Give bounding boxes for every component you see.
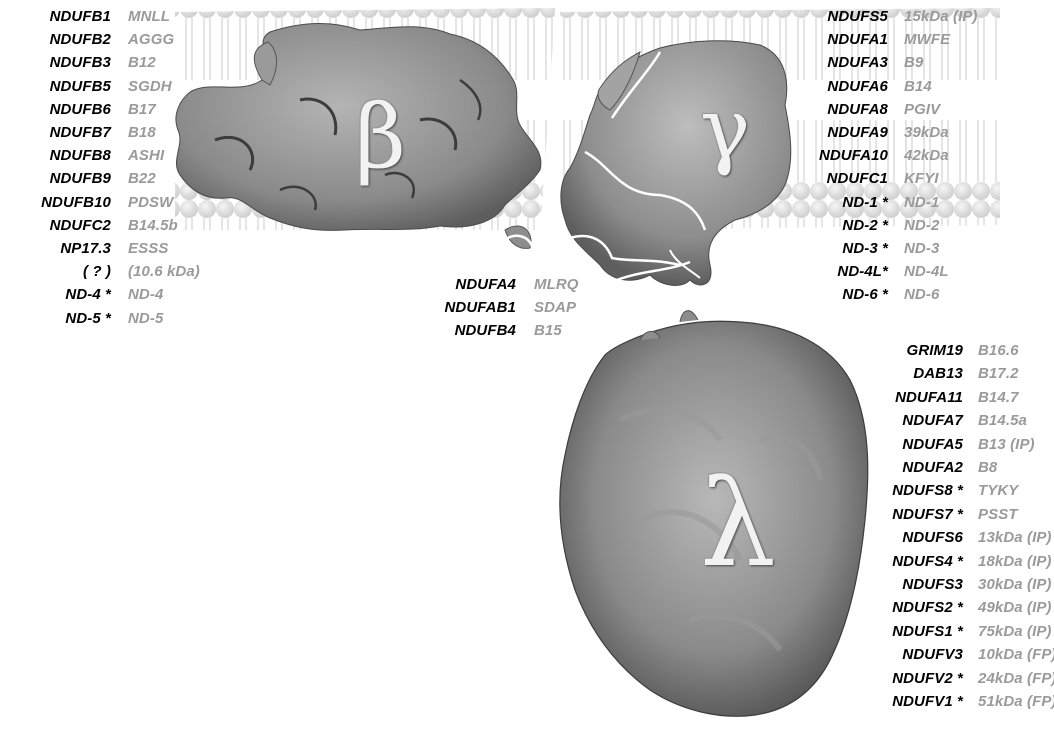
subunit-alias-label: B18 xyxy=(128,124,156,141)
subunit-gene-label: NDUFB10 xyxy=(41,194,111,211)
subunit-alias-label: 42kDa xyxy=(904,147,949,164)
subunit-alias-label: B12 xyxy=(128,54,156,71)
subunit-alias-label: 49kDa (IP) xyxy=(978,599,1052,616)
subunit-alias-label: B17.2 xyxy=(978,365,1019,382)
subunit-gene-label: NDUFC1 xyxy=(827,170,888,187)
subunit-gene-label: NDUFA7 xyxy=(902,412,963,429)
subunit-alias-label: PSST xyxy=(978,506,1018,523)
subunit-alias-label: ND-6 xyxy=(904,286,939,303)
subunit-alias-label: 13kDa (IP) xyxy=(978,529,1052,546)
subunit-alias-label: SGDH xyxy=(128,78,172,95)
subunit-alias-label: 15kDa (IP) xyxy=(904,8,978,25)
subunit-alias-label: B13 (IP) xyxy=(978,436,1035,453)
subunit-alias-label: ND-4 xyxy=(128,286,163,303)
subunit-gene-label: NDUFB7 xyxy=(50,124,111,141)
subunit-gene-label: NDUFV3 xyxy=(902,646,963,663)
subunit-gene-label: NDUFV2 * xyxy=(892,670,963,687)
subunit-alias-label: (10.6 kDa) xyxy=(128,263,200,280)
subunit-alias-label: 24kDa (FP) xyxy=(978,670,1054,687)
subunit-alias-label: ND-2 xyxy=(904,217,939,234)
subunit-gene-label: NDUFS1 * xyxy=(892,623,963,640)
subunit-gene-label: ND-3 * xyxy=(842,240,888,257)
subunit-gene-label: NDUFB4 xyxy=(455,322,516,339)
subunit-alias-label: PGIV xyxy=(904,101,940,118)
subunit-alias-label: KFYI xyxy=(904,170,939,187)
subunit-gene-label: NDUFS7 * xyxy=(892,506,963,523)
subunit-gene-label: NDUFS5 xyxy=(827,8,888,25)
subunit-gene-label: NDUFA5 xyxy=(902,436,963,453)
subunit-alias-label: ASHI xyxy=(128,147,164,164)
subunit-alias-label: B17 xyxy=(128,101,156,118)
subunit-alias-label: 30kDa (IP) xyxy=(978,576,1052,593)
subunit-gene-label: GRIM19 xyxy=(907,342,963,359)
subunit-gene-label: NDUFB1 xyxy=(50,8,111,25)
subunit-gene-label: ND-6 * xyxy=(842,286,888,303)
subunit-gene-label: NDUFA3 xyxy=(827,54,888,71)
subunit-gene-label: NDUFA1 xyxy=(827,31,888,48)
subunit-gene-label: ( ? ) xyxy=(83,263,111,280)
subunit-gene-label: NDUFA6 xyxy=(827,78,888,95)
subunit-alias-label: B15 xyxy=(534,322,562,339)
subunit-alias-label: PDSW xyxy=(128,194,173,211)
subunit-gene-label: ND-2 * xyxy=(842,217,888,234)
subunit-gene-label: NDUFA4 xyxy=(455,276,516,293)
subunit-gene-label: NDUFB3 xyxy=(50,54,111,71)
subunit-alias-label: 10kDa (FP) xyxy=(978,646,1054,663)
subunit-gene-label: NDUFS8 * xyxy=(892,482,963,499)
subunit-gene-label: NDUFV1 * xyxy=(892,693,963,710)
subunit-gene-label: NDUFB5 xyxy=(50,78,111,95)
subunit-alias-label: B14.5b xyxy=(128,217,178,234)
subunit-alias-label: TYKY xyxy=(978,482,1018,499)
subunit-alias-label: AGGG xyxy=(128,31,174,48)
subunit-alias-label: 75kDa (IP) xyxy=(978,623,1052,640)
subunit-gene-label: NDUFAB1 xyxy=(444,299,516,316)
subunit-gene-label: DAB13 xyxy=(913,365,963,382)
subunit-alias-label: ND-4L xyxy=(904,263,949,280)
subunit-alias-label: MWFE xyxy=(904,31,950,48)
subunit-alias-label: MNLL xyxy=(128,8,170,25)
subunit-alias-label: B14.7 xyxy=(978,389,1019,406)
subunit-gene-label: ND-5 * xyxy=(65,310,111,327)
subunit-alias-label: B14 xyxy=(904,78,932,95)
subunit-gene-label: NDUFS4 * xyxy=(892,553,963,570)
subunit-gene-label: NDUFC2 xyxy=(50,217,111,234)
subunit-gene-label: NDUFA2 xyxy=(902,459,963,476)
subunit-alias-label: SDAP xyxy=(534,299,576,316)
subunit-alias-label: B14.5a xyxy=(978,412,1027,429)
subunit-alias-label: B8 xyxy=(978,459,997,476)
subunit-gene-label: NDUFB9 xyxy=(50,170,111,187)
beta-label: β xyxy=(355,85,406,188)
subunit-gene-label: NDUFA9 xyxy=(827,124,888,141)
subunit-alias-label: B9 xyxy=(904,54,923,71)
subunit-alias-label: 51kDa (FP) xyxy=(978,693,1054,710)
gamma-label: γ xyxy=(700,80,750,178)
subunit-alias-label: 18kDa (IP) xyxy=(978,553,1052,570)
subunit-alias-label: ND-3 xyxy=(904,240,939,257)
subunit-gene-label: ND-4L* xyxy=(837,263,888,280)
subunit-gene-label: NDUFB2 xyxy=(50,31,111,48)
subunit-gene-label: NP17.3 xyxy=(60,240,111,257)
subunit-gene-label: NDUFA11 xyxy=(895,389,963,406)
subunit-alias-label: ND-1 xyxy=(904,194,939,211)
subunit-alias-label: ESSS xyxy=(128,240,168,257)
subunit-alias-label: MLRQ xyxy=(534,276,579,293)
subunit-gene-label: NDUFA10 xyxy=(819,147,888,164)
subunit-gene-label: NDUFS6 xyxy=(902,529,963,546)
subunit-gene-label: ND-4 * xyxy=(65,286,111,303)
lambda-label: λ xyxy=(700,455,776,594)
subunit-gene-label: ND-1 * xyxy=(842,194,888,211)
subunit-gene-label: NDUFS2 * xyxy=(892,599,963,616)
subunit-alias-label: B16.6 xyxy=(978,342,1019,359)
subunit-gene-label: NDUFS3 xyxy=(902,576,963,593)
subunit-alias-label: 39kDa xyxy=(904,124,949,141)
subunit-alias-label: ND-5 xyxy=(128,310,163,327)
subunit-gene-label: NDUFA8 xyxy=(827,101,888,118)
subunit-alias-label: B22 xyxy=(128,170,156,187)
subunit-gene-label: NDUFB8 xyxy=(50,147,111,164)
subunit-gene-label: NDUFB6 xyxy=(50,101,111,118)
